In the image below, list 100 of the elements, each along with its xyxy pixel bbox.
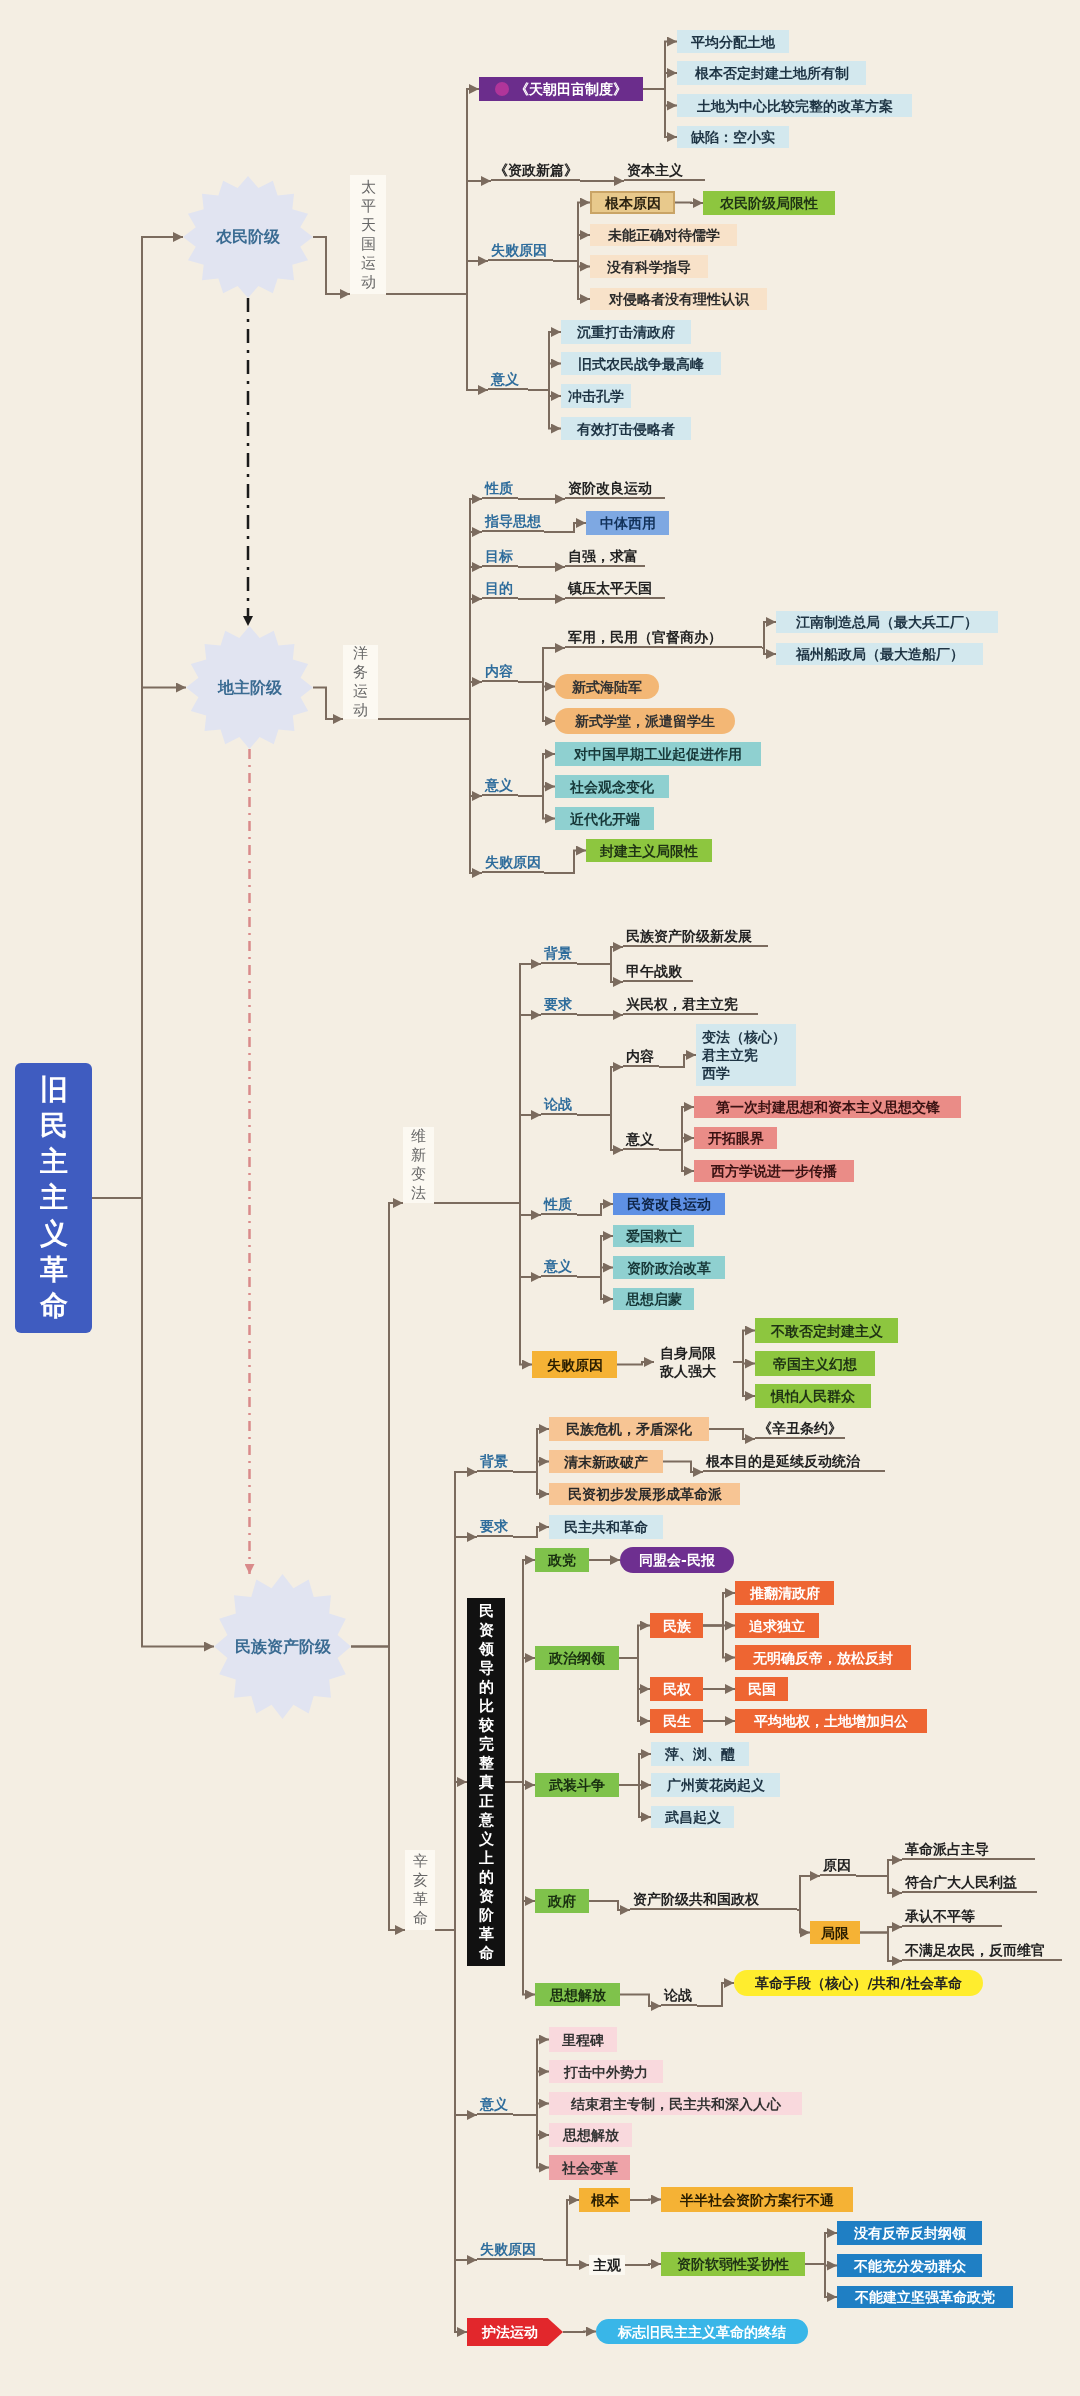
topic-box: 资阶软弱性妥协性 [661,2252,805,2276]
topic-box: 思想启蒙 [613,1288,694,1310]
topic-box: 平均地权，土地增加归公 [735,1709,927,1733]
topic-box: 福州船政局（最大造船厂） [776,643,983,665]
topic-box: 思想解放 [549,2123,632,2147]
central-topic-box: 旧民主主义革命 [15,1063,92,1333]
topic-box: 旧式农民战争最高峰 [561,352,721,375]
branch-label: 意义 [541,1257,577,1277]
topic-box: 中体西用 [586,511,669,535]
connector-arrow [517,795,556,824]
branch-label: 内容 [482,662,518,682]
topic-text: 君主立宪 [702,1046,758,1064]
topic-box: 政治纲领 [535,1646,619,1670]
branch-label: 内容 [623,1047,659,1067]
topic-box: 民主共和革命 [549,1515,663,1539]
vertical-banner: 民资领导的比较完整真正意义上的资阶革命 [467,1598,505,1966]
connector-arrow [588,1900,631,1915]
topic-box [696,1024,796,1086]
branch-label: 承认不平等 [902,1907,1002,1927]
topic-box: 对中国早期工业起促进作用 [555,742,761,766]
connector-arrow [708,1428,756,1444]
topic-box: 根本原因 [590,191,675,214]
rounded-box: 同盟会-民报 [620,1547,734,1573]
topic-box: 帝国主义幻想 [755,1351,875,1376]
connector-arrow [796,1909,811,1938]
connector-arrow [576,1276,614,1304]
connector-arrow [576,1114,624,1155]
connector-arrow [517,494,566,504]
connector-arrow [761,617,777,649]
connector-arrow [517,562,566,572]
branch-label: 要求 [477,1517,513,1537]
branch-label: 论战 [661,1986,697,2006]
branch-label: 不满足农民，反而维官 [902,1941,1062,1961]
connector-arrow [543,518,587,533]
connector-arrow [658,1149,695,1176]
branch-label: 军用，民用（官督商办） [565,628,762,648]
topic-box: 有效打击侵略者 [561,417,691,440]
topic-box: 武昌起义 [651,1806,734,1828]
topic-box: 民权 [650,1677,703,1701]
topic-box: 民生 [650,1709,703,1733]
connector-arrow [618,1784,652,1822]
connector-arrow [517,594,566,604]
branch-label: 失败原因 [477,2240,543,2260]
connector-arrow [512,1522,550,1538]
connector-arrow [312,686,344,724]
branch-label: 目标 [482,547,518,567]
connector-arrow [702,1684,736,1694]
connector-arrow [859,1931,903,1966]
branch-label: 根本目的是延续反动统治 [703,1452,885,1472]
topic-box: 不能建立坚强革命政党 [837,2286,1013,2308]
topic-text: 敌人强大 [660,1362,716,1380]
topic-box: 土地为中心比较完整的改革方案 [677,94,912,117]
connector-arrow [696,1978,735,2007]
arrow-tag: 护法运动 [467,2318,563,2346]
branch-label: 意义 [623,1130,659,1150]
topic-box: 推翻清政府 [735,1581,834,1605]
topic-box: 平均分配土地 [677,30,789,53]
topic-box: 江南制造总局（最大兵工厂） [776,611,998,633]
rounded-box: 新式海陆军 [555,674,659,699]
branch-label: 资产阶级共和国政权 [630,1890,797,1910]
topic-box: 追求独立 [735,1613,819,1638]
vertical-label: 辛亥革命 [405,1850,435,1930]
connector-arrow [702,1624,736,1663]
topic-box: 萍、浏、醴 [651,1742,749,1766]
topic-box: 封建主义局限性 [586,839,712,862]
topic-box: 冲击孔学 [561,384,631,408]
topic-box: 失败原因 [532,1351,617,1378]
topic-box [479,77,643,101]
dashed-arrow [244,749,255,1574]
topic-box: 资阶政治改革 [613,1256,725,1279]
topic-box: 半半社会资阶方案行不通 [661,2187,853,2212]
topic-box: 农民阶级局限性 [703,191,835,215]
vertical-label: 洋务运动 [343,645,378,719]
topic-box: 政党 [535,1548,589,1572]
topic-box: 近代化开端 [555,807,654,830]
topic-box: 西方学说进一步传播 [694,1160,854,1182]
branch-label: 意义 [482,776,518,796]
branch-label: 民族资产阶级新发展 [623,927,768,947]
topic-box: 民族危机，矛盾深化 [549,1417,709,1441]
topic-text: 自身局限 [660,1344,716,1362]
topic-box: 根本否定封建土地所有制 [677,61,866,85]
topic-box: 政府 [535,1889,589,1913]
branch-label: 甲午战败 [623,962,693,982]
connector-arrow [542,2259,590,2270]
topic-box: 沉重打击清政府 [561,320,691,344]
connector-arrow [579,176,625,186]
rounded-box: 革命手段（核心）/共和/社会革命 [734,1970,983,1996]
connector-arrow [588,1555,621,1565]
topic-box: 清末新政破产 [549,1450,663,1473]
branch-label: 资本主义 [624,160,705,181]
branch-label: 失败原因 [482,853,544,873]
starburst-topic: 地主阶级 [186,626,313,749]
connector-arrow [619,1993,662,2011]
connector-arrow [350,1645,406,1935]
topic-box: 对侵略者没有理性认识 [590,288,767,310]
topic-box: 广州黄花岗起义 [651,1773,780,1797]
starburst-topic: 民族资产阶级 [214,1574,351,1719]
topic-box: 局限 [810,1921,860,1944]
connector-arrow [576,1199,614,1216]
branch-label: 指导思想 [482,512,544,532]
